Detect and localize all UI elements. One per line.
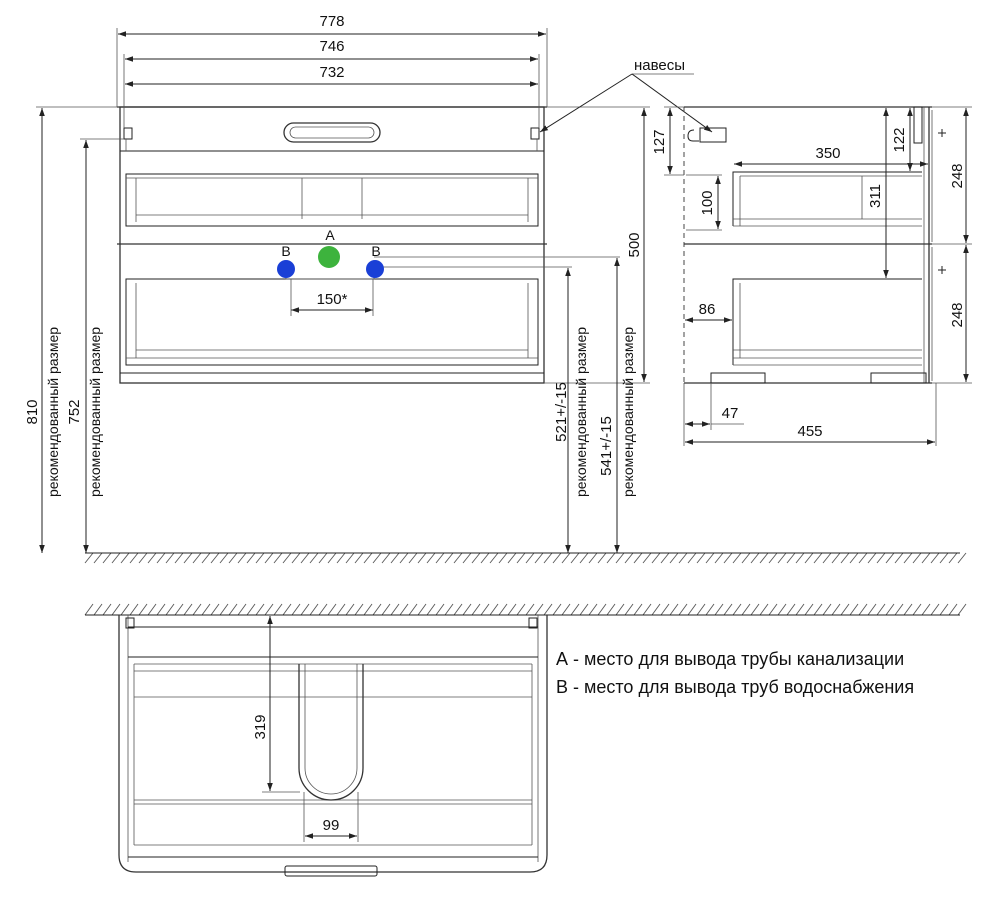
depth-overall-dim: 455 (797, 423, 822, 440)
outlet-height-2-dim: 541+/-15 (598, 416, 615, 476)
drawer-depth-dim: 350 (815, 145, 840, 162)
wall-hatch (84, 603, 967, 616)
marker-b-left (277, 260, 295, 278)
legend-water: В - место для вывода труб водоснабжения (556, 677, 915, 697)
outlet-height-2-note: рекомендованный размер (620, 327, 636, 497)
side-hanger (699, 127, 727, 143)
cutout-depth-dim: 319 (252, 714, 269, 739)
height-cabinet-dim: 500 (626, 232, 643, 257)
handle-slot (283, 122, 381, 143)
drawer-upper-dim: 248 (949, 163, 966, 188)
front-view: 778 746 732 150* A B B 810 рекомендованн… (24, 13, 967, 564)
cutout-width-dim: 99 (323, 817, 340, 834)
siphon-cutout (298, 664, 364, 801)
height-overall-note: рекомендованный размер (45, 327, 61, 497)
width-carcass: 732 (319, 64, 344, 81)
marker-b-left-label: B (281, 243, 290, 259)
height-overall-dim: 810 (24, 399, 41, 424)
hanger-right (530, 127, 540, 140)
bottom-view: 319 99 (84, 603, 967, 877)
marker-a-label: A (325, 227, 335, 243)
height-hanger-dim: 752 (66, 399, 83, 424)
marker-b-right-label: B (371, 243, 380, 259)
drawer-lower-dim: 248 (949, 302, 966, 327)
water-spacing-dim: 150* (317, 291, 348, 308)
width-inner: 746 (319, 38, 344, 55)
legend-sewer: А - место для вывода трубы канализации (556, 649, 905, 669)
marker-b-right (366, 260, 384, 278)
hanger-offset-dim: 127 (651, 129, 668, 154)
width-overall: 778 (319, 13, 344, 30)
marker-a-sewer (318, 246, 340, 268)
side-view: 127 100 350 122 311 248 248 86 47 (651, 106, 972, 446)
foot-offset-dim: 47 (722, 405, 739, 422)
height-hanger-note: рекомендованный размер (87, 327, 103, 497)
outlet-height-1-dim: 521+/-15 (553, 382, 570, 442)
floor-hatch (84, 552, 967, 564)
inner-height-dim: 311 (867, 184, 884, 208)
drawer-offset-dim: 122 (891, 127, 908, 152)
back-gap-dim: 86 (699, 301, 716, 318)
outlet-height-1-note: рекомендованный размер (573, 327, 589, 497)
hangers-callout: навесы (539, 57, 713, 133)
hanger-left (123, 127, 133, 140)
hangers-label: навесы (634, 57, 685, 74)
drawer-height-dim: 100 (699, 190, 716, 215)
